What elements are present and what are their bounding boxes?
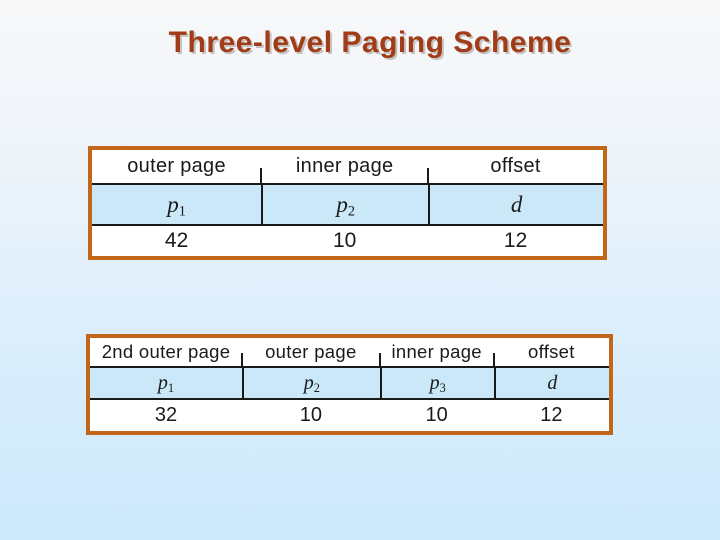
header-cell-offset: offset	[492, 338, 609, 366]
field-symbol: p1	[167, 192, 186, 220]
bit-width-cell: 10	[425, 404, 448, 426]
slide-title: Three-level Paging Scheme	[168, 26, 572, 59]
bit-width-cell: 10	[333, 229, 357, 252]
header-row: 2nd outer page outer page inner page off…	[90, 338, 609, 366]
header-cell-inner-page: inner page	[260, 150, 428, 183]
bit-width-cell: 12	[540, 404, 563, 426]
field-cell-d: d	[428, 185, 603, 224]
field-cell-d: d	[493, 368, 609, 398]
header-cell-outer-page: outer page	[127, 155, 226, 177]
header-cell-2nd-outer-page: 2nd outer page	[101, 341, 231, 362]
bit-width-cell: 42	[164, 229, 189, 252]
header-cell-inner-page: inner page	[378, 338, 494, 366]
header-row: outer page inner page offset	[92, 150, 603, 183]
field-cell-p2: p2	[242, 368, 380, 398]
field-symbol: p2	[303, 372, 320, 396]
two-level-address-table: outer page inner page offset p1 p2 d 42 …	[88, 146, 607, 260]
field-cell-p3: p3	[379, 368, 494, 398]
field-row: p1 p2 p3 d	[90, 366, 609, 400]
bit-width-cell: 32	[154, 404, 178, 426]
three-level-address-table: 2nd outer page outer page inner page off…	[86, 334, 613, 435]
header-cell-outer-page: outer page	[241, 338, 380, 366]
header-cell-offset: offset	[427, 150, 603, 183]
bit-width-cell: 10	[299, 404, 322, 426]
field-cell-p2: p2	[261, 185, 428, 224]
bit-width-cell: 12	[503, 229, 528, 252]
bit-width-row: 42 10 12	[92, 226, 603, 256]
field-symbol: p3	[429, 372, 446, 396]
field-symbol: d	[547, 372, 558, 394]
bit-width-row: 32 10 10 12	[90, 400, 609, 431]
field-symbol: d	[510, 192, 523, 217]
field-cell-p1: p1	[90, 368, 242, 398]
field-cell-p1: p1	[92, 185, 261, 224]
field-row: p1 p2 d	[92, 183, 603, 226]
field-symbol: p1	[157, 372, 175, 396]
field-symbol: p2	[336, 192, 355, 220]
